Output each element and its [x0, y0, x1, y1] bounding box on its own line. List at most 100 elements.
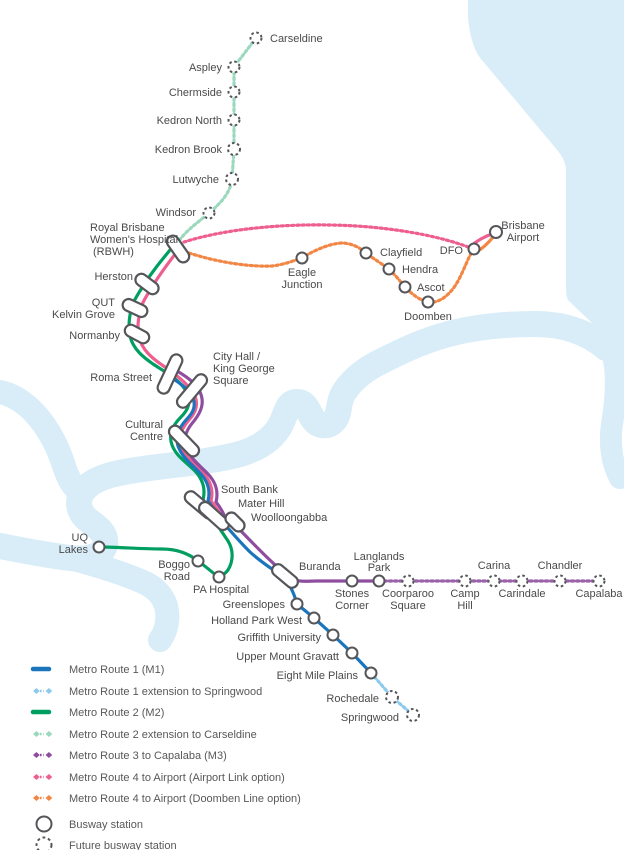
label-doomben: Doomben [404, 311, 452, 323]
label-stones-1: Stones [335, 588, 370, 600]
legend-label-future-busway-station: Future busway station [69, 840, 177, 850]
legend-swatch-m4-airport-link [33, 774, 53, 780]
label-brisbane-airport-1: Brisbane [501, 220, 544, 232]
station-labels: Carseldine Aspley Chermside Kedron North… [52, 33, 623, 724]
label-city-hall-3: Square [213, 375, 248, 387]
station-kedron-brook [227, 142, 241, 156]
station-griffith-university [326, 628, 340, 642]
m4-airport-link-line [182, 223, 470, 249]
label-ascot: Ascot [417, 282, 445, 294]
river-left-reach [0, 380, 92, 504]
station-lutwyche [225, 172, 239, 186]
label-qut-1: QUT [92, 297, 116, 309]
station-carseldine [249, 31, 263, 45]
station-kedron-north [227, 113, 241, 127]
legend-label-m3: Metro Route 3 to Capalaba (M3) [69, 750, 227, 762]
label-windsor: Windsor [156, 207, 197, 219]
station-qut-kelvin-grove [121, 297, 149, 319]
station-mater-hill [197, 500, 231, 532]
label-uq-1: UQ [72, 532, 89, 544]
label-capalaba: Capalaba [575, 588, 623, 600]
station-eagle-junction [295, 251, 309, 265]
station-windsor [202, 206, 216, 220]
station-greenslopes [290, 597, 304, 611]
label-brisbane-airport-2: Airport [507, 232, 539, 244]
label-langlands-2: Park [368, 562, 391, 574]
station-doomben [421, 295, 435, 309]
river-bay-fill [468, 0, 624, 360]
label-chermside: Chermside [169, 87, 222, 99]
label-dfo: DFO [440, 245, 464, 257]
label-carina: Carina [478, 560, 511, 572]
label-aspley: Aspley [189, 62, 223, 74]
label-carseldine: Carseldine [270, 33, 323, 45]
label-rochedale: Rochedale [326, 693, 379, 705]
label-rbwh-2: Women's Hospital [90, 234, 178, 246]
legend-label-m1: Metro Route 1 (M1) [69, 664, 164, 676]
station-city-hall [175, 373, 209, 409]
m2-line [97, 242, 234, 579]
station-brisbane-airport [489, 225, 503, 239]
label-rbwh-1: Royal Brisbane [90, 222, 165, 234]
label-rbwh-3: (RBWH) [93, 246, 134, 258]
station-stones-corner [345, 574, 359, 588]
legend-swatch-m4-doomben [33, 795, 53, 801]
legend-label-m1-extension: Metro Route 1 extension to Springwood [69, 686, 262, 698]
station-dfo [467, 242, 481, 256]
legend-swatch-m3 [33, 752, 53, 758]
label-eight-mile-plains: Eight Mile Plains [277, 670, 359, 682]
label-carindale: Carindale [498, 588, 545, 600]
station-capalaba [592, 574, 606, 588]
station-pa-hospital [212, 570, 226, 584]
label-qut-2: Kelvin Grove [52, 309, 115, 321]
station-aspley [227, 60, 241, 74]
label-holland-park-west: Holland Park West [211, 615, 302, 627]
label-kedron-north: Kedron North [157, 115, 222, 127]
label-coorparoo-2: Square [390, 600, 425, 612]
legend-label-m2: Metro Route 2 (M2) [69, 707, 164, 719]
label-eagle-2: Junction [282, 279, 323, 291]
label-city-hall-2: King George [213, 363, 275, 375]
label-chandler: Chandler [538, 560, 583, 572]
station-boggo-road [191, 554, 205, 568]
station-ascot [398, 280, 412, 294]
label-langlands-1: Langlands [354, 551, 405, 563]
legend-swatch-m1-extension [33, 688, 53, 694]
station-rbwh [165, 234, 191, 264]
legend-label-m2-extension: Metro Route 2 extension to Carseldine [69, 729, 257, 741]
label-upper-mount-gravatt: Upper Mount Gravatt [236, 651, 339, 663]
station-hendra [382, 262, 396, 276]
label-clayfield: Clayfield [380, 247, 422, 259]
river-main-band [0, 311, 619, 572]
station-herston [134, 272, 160, 296]
legend: Metro Route 1 (M1) Metro Route 1 extensi… [30, 664, 301, 850]
station-chandler [553, 574, 567, 588]
station-coorparoo-square [401, 574, 415, 588]
label-mater-hill: Mater Hill [238, 498, 284, 510]
m4-doomben-line [187, 241, 474, 304]
station-clayfield [359, 246, 373, 260]
label-city-hall-1: City Hall / [213, 351, 261, 363]
station-markers [92, 31, 606, 722]
label-uq-2: Lakes [59, 544, 89, 556]
legend-label-m4-airport-link: Metro Route 4 to Airport (Airport Link o… [69, 772, 285, 784]
label-camp-1: Camp [450, 588, 479, 600]
station-cultural-centre [167, 424, 201, 458]
station-carina [487, 574, 501, 588]
river [0, 0, 624, 652]
label-stones-2: Corner [335, 600, 369, 612]
label-normanby: Normanby [69, 330, 120, 342]
legend-future-busway-station-icon [35, 836, 53, 850]
legend-label-busway-station: Busway station [69, 819, 143, 831]
station-eight-mile-plains [364, 666, 378, 680]
station-holland-park-west [307, 611, 321, 625]
label-boggo-1: Boggo [158, 559, 190, 571]
station-uq-lakes [92, 540, 106, 554]
label-eagle-1: Eagle [288, 267, 316, 279]
station-upper-mount-gravatt [345, 646, 359, 660]
river-right-reach [599, 341, 624, 489]
river-south-tail [58, 546, 180, 652]
label-woolloongabba: Woolloongabba [251, 512, 328, 524]
station-camp-hill [458, 574, 472, 588]
